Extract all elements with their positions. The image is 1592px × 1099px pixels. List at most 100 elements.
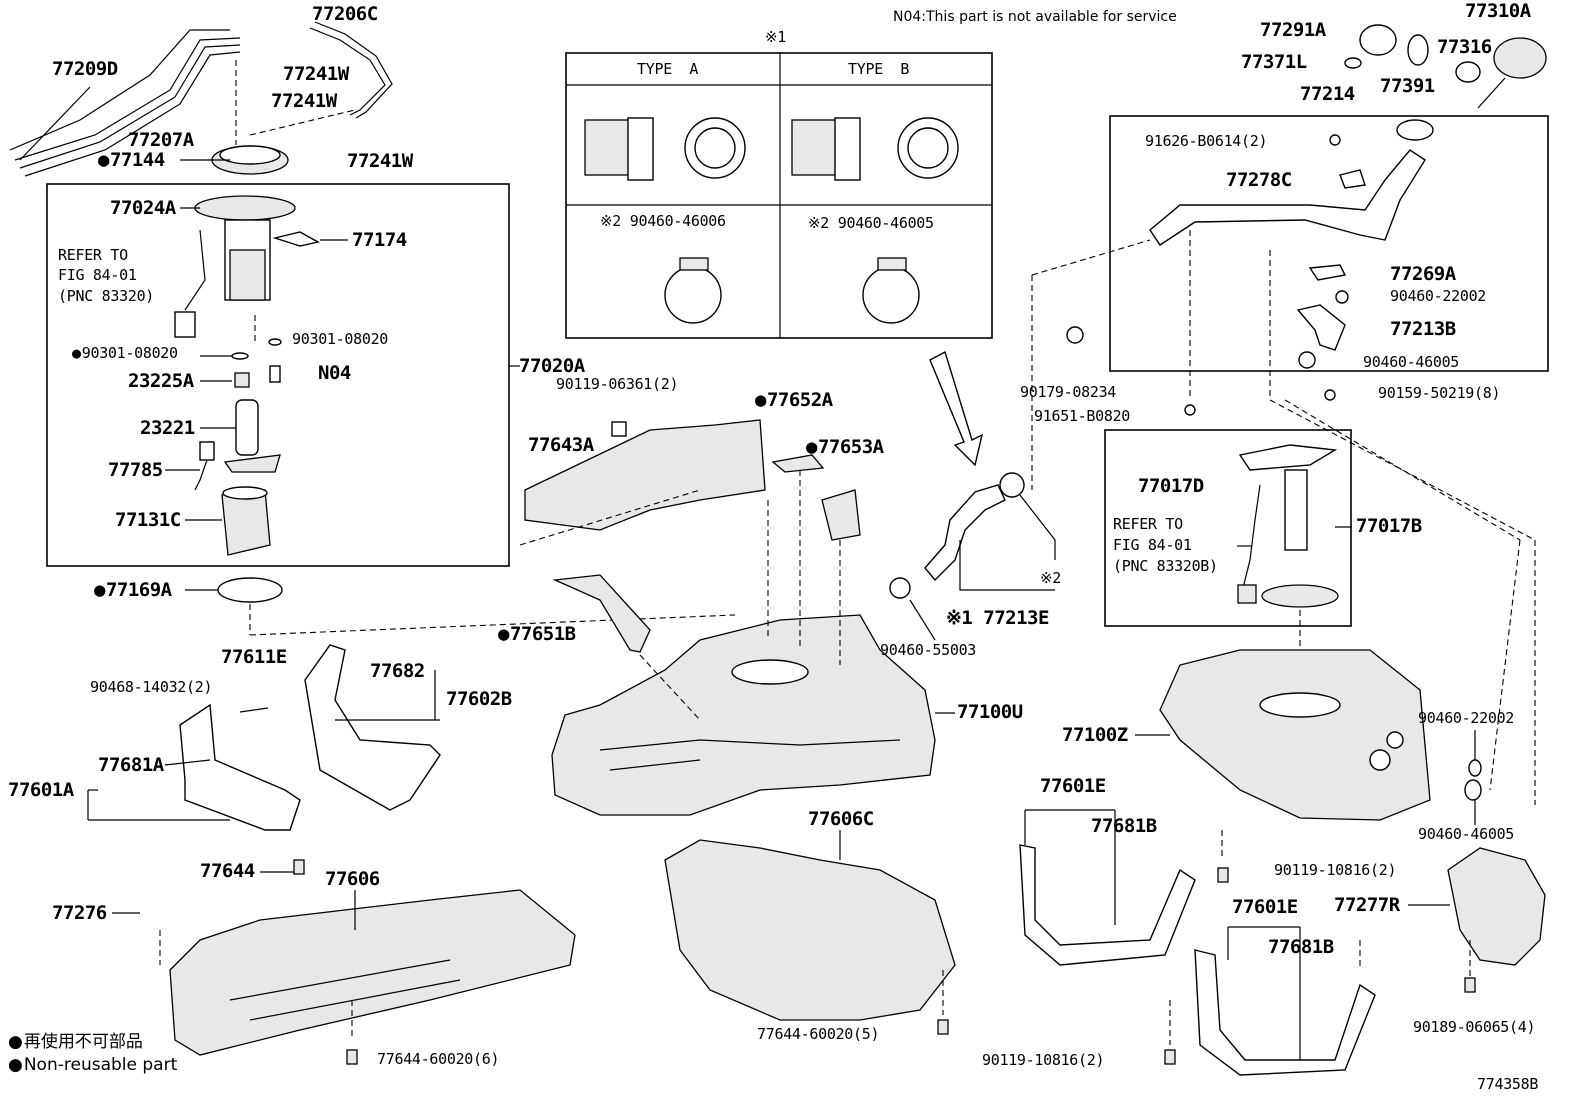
- part-label-77207A: 77207A: [128, 129, 194, 151]
- part-label-77206C: 77206C: [312, 3, 378, 25]
- fuel-pump-assembly-box: [46, 183, 510, 567]
- retainer-ring-77144: [211, 145, 289, 175]
- part-label-77644-60020-6: 77644-60020(6): [377, 1050, 500, 1068]
- part-label-77291A: 77291A: [1260, 19, 1326, 41]
- figure-id: 774358B: [1477, 1075, 1539, 1093]
- part-label-77209D: 77209D: [52, 58, 118, 80]
- part-label-77017D: 77017D: [1138, 475, 1204, 497]
- part-label-77269A: 77269A: [1390, 263, 1456, 285]
- part-label-90460-55003: 90460-55003: [880, 641, 977, 659]
- refer1-line2: FIG 84-01: [58, 266, 137, 284]
- protector-77277R: [1447, 847, 1546, 966]
- part-label-77278C: 77278C: [1226, 169, 1292, 191]
- part-label-77682: 77682: [370, 660, 425, 682]
- seal-77291A: [1359, 24, 1397, 56]
- part-label-77213E: ※1 77213E: [946, 607, 1049, 629]
- part-label-77277R: 77277R: [1334, 894, 1400, 916]
- part-label-77017B: 77017B: [1356, 515, 1422, 537]
- type-table-box: [565, 52, 993, 339]
- part-label-77601A: 77601A: [8, 779, 74, 801]
- band-77651B: [552, 574, 651, 653]
- gasket-77169A: [217, 577, 283, 603]
- part-label-77391: 77391: [1380, 75, 1435, 97]
- refer1-line1: REFER TO: [58, 246, 128, 264]
- part-label-77644: 77644: [200, 860, 255, 882]
- protector-77606C: [664, 839, 956, 1021]
- part-label-91626: 91626-B0614(2): [1145, 132, 1268, 150]
- type-a-fitting: [584, 117, 746, 181]
- part-label-90179: 90179-08234: [1020, 383, 1117, 401]
- part-label-77020A: 77020A: [519, 355, 585, 377]
- fuel-tank-77100U: [551, 614, 936, 816]
- part-label-90460-46005-b: 90460-46005: [1418, 825, 1515, 843]
- refer1-line3: (PNC 83320): [58, 287, 155, 305]
- part-label-77606: 77606: [325, 868, 380, 890]
- type-a-header: TYPE A: [637, 60, 699, 78]
- part-label-90119-10816-a: 90119-10816(2): [1274, 861, 1397, 879]
- part-label-77024A: 77024A: [110, 197, 176, 219]
- part-label-N04: N04: [318, 362, 351, 384]
- part-label-90189: 90189-06065(4): [1413, 1018, 1536, 1036]
- leader-lines: [19, 86, 1476, 1060]
- part-label-77310A: 77310A: [1465, 0, 1531, 22]
- part-label-mark2: ※2: [1040, 569, 1061, 587]
- part-label-77643A: 77643A: [528, 434, 594, 456]
- part-label-77213B: 77213B: [1390, 318, 1456, 340]
- sender-gauge-77017B: [1237, 444, 1339, 608]
- part-label-77601E-a: 77601E: [1040, 775, 1106, 797]
- part-label-77316: 77316: [1437, 36, 1492, 58]
- band-77681B-lower: [1194, 949, 1376, 1076]
- service-note: N04:This part is not available for servi…: [893, 9, 1177, 25]
- filler-pipe-box: [1109, 115, 1549, 372]
- part-label-90119-10816-b: 90119-10816(2): [982, 1051, 1105, 1069]
- part-label-77681A: 77681A: [98, 754, 164, 776]
- part-label-77371L: 77371L: [1241, 51, 1307, 73]
- fuel-tank-77100Z: [1159, 649, 1431, 821]
- part-label-77651B: 77651B: [498, 625, 576, 644]
- part-label-77214: 77214: [1300, 83, 1355, 105]
- fuel-cap-77310A: [1477, 37, 1547, 109]
- part-label-90460-46005-a: 90460-46005: [1363, 353, 1460, 371]
- part-label-77144: 77144: [98, 151, 165, 170]
- pump-flange-77024A: [174, 195, 296, 338]
- refer2-line1: REFER TO: [1113, 515, 1183, 533]
- fuel-tube-77206C: [309, 21, 393, 119]
- band-77681B-upper: [1019, 844, 1196, 966]
- band-77682: [304, 644, 441, 811]
- type-b-fitting: [791, 117, 959, 181]
- part-label-77602B: 77602B: [446, 688, 512, 710]
- part-label-90159: 90159-50219(8): [1378, 384, 1501, 402]
- part-label-77174: 77174: [352, 229, 407, 251]
- part-label-77131C: 77131C: [115, 509, 181, 531]
- legend-jp: 再使用不可部品: [8, 1034, 143, 1051]
- part-label-23221: 23221: [140, 417, 195, 439]
- part-label-77681B-a: 77681B: [1091, 815, 1157, 837]
- clamp-90460-46006: [664, 266, 722, 324]
- part-label-90460-22002-a: 90460-22002: [1390, 287, 1487, 305]
- part-label-90301-b: 90301-08020: [72, 346, 178, 361]
- fuel-filter-77131C: [221, 486, 271, 556]
- part-label-77169A: 77169A: [94, 581, 172, 600]
- fuel-pump-23221: [223, 399, 281, 473]
- hose-77213E: [889, 472, 1025, 599]
- clamp-90460-46005-type-b: [862, 266, 920, 324]
- part-label-90460-22002-b: 90460-22002: [1418, 709, 1515, 727]
- part-label-23225A: 23225A: [128, 370, 194, 392]
- legend-en: Non-reusable part: [8, 1057, 177, 1074]
- part-label-90301-a: 90301-08020: [292, 330, 389, 348]
- part-label-90119-06361: 90119-06361(2): [556, 375, 679, 393]
- protector-77643A: [524, 419, 766, 531]
- filler-pipe-77214: [1149, 119, 1434, 246]
- part-label-77611E: 77611E: [221, 646, 287, 668]
- part-label-91651: 91651-B0820: [1034, 407, 1131, 425]
- part-label-77785: 77785: [108, 459, 163, 481]
- sender-gauge-box: [1104, 429, 1352, 627]
- part-label-77241W-b: 77241W: [271, 90, 337, 112]
- part-label-90468: 90468-14032(2): [90, 678, 213, 696]
- clamp-a-label: ※2 90460-46006: [600, 212, 726, 230]
- part-label-77241W-c: 77241W: [347, 150, 413, 172]
- part-label-77100Z: 77100Z: [1062, 724, 1128, 746]
- direction-arrow: [929, 350, 984, 467]
- refer2-line2: FIG 84-01: [1113, 536, 1192, 554]
